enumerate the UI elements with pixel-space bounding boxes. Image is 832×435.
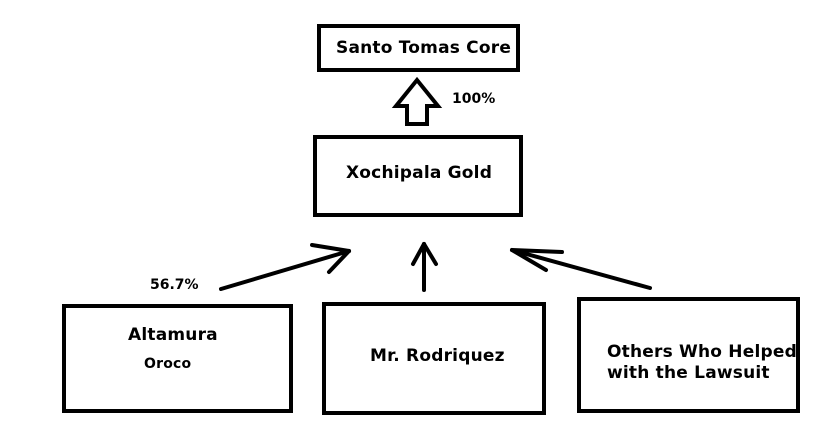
node-altamura-label: Altamura [128, 325, 218, 345]
arrow-altamura-to-xochipala [219, 243, 351, 291]
node-santo-tomas-core: Santo Tomas Core [317, 24, 520, 72]
hollow-up-arrow [391, 76, 443, 126]
node-santo-tomas-core-label: Santo Tomas Core [336, 38, 512, 58]
node-others-who-helped: Others Who Helped with the Lawsuit [577, 297, 800, 413]
edge-label-100: 100% [452, 91, 496, 107]
node-altamura-oroco: Altamura Oroco [62, 304, 293, 413]
node-others-line1: Others Who Helped [607, 342, 797, 362]
node-oroco-label: Oroco [144, 356, 192, 372]
arrow-others-to-xochipala [510, 248, 652, 290]
node-others-line2: with the Lawsuit [607, 363, 770, 383]
node-xochipala-gold-label: Xochipala Gold [346, 163, 493, 183]
node-xochipala-gold: Xochipala Gold [313, 135, 523, 217]
arrow-rodriquez-to-xochipala [411, 242, 438, 292]
node-mr-rodriquez-label: Mr. Rodriquez [370, 346, 505, 366]
edge-label-56-7: 56.7% [150, 277, 199, 293]
node-mr-rodriquez: Mr. Rodriquez [322, 302, 546, 415]
